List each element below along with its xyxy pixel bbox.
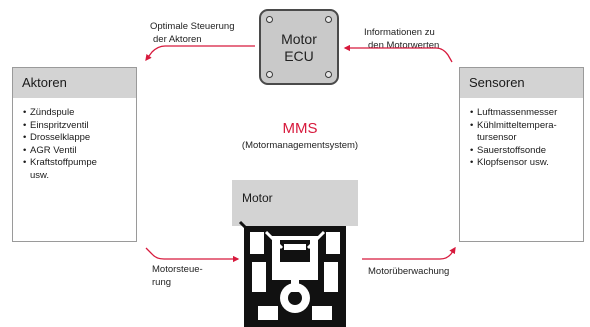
- actuators-title: Aktoren: [13, 68, 136, 98]
- screw-icon: [266, 16, 273, 23]
- motor-ecu-chip: Motor ECU: [259, 9, 339, 85]
- flow-label-line: rung: [152, 277, 172, 288]
- list-item: Drosselklappe: [23, 132, 130, 145]
- flow-label-line: Informationen zu: [364, 27, 435, 38]
- sensors-list: Luftmassenmesser Kühlmitteltempera-turse…: [460, 98, 583, 170]
- screw-icon: [325, 16, 332, 23]
- ecu-label-line1: Motor: [281, 31, 317, 47]
- flow-label-motor-monitoring: Motorüberwachung: [368, 266, 450, 277]
- arrow-motor-to-sensors: [362, 246, 456, 260]
- list-item: Kühlmitteltempera-tursensor: [470, 120, 573, 145]
- flow-label-motor-control: Motorsteue- rung: [152, 263, 203, 289]
- list-item: Sauerstoffsonde: [470, 145, 577, 158]
- mms-subtitle: (Motormanagementsystem): [241, 140, 359, 151]
- motor-label: Motor: [242, 191, 273, 205]
- arrow-sensors-to-ecu: [343, 44, 453, 63]
- list-item: Einspritzventil: [23, 120, 130, 133]
- list-item: AGR Ventil: [23, 145, 130, 158]
- list-item: Kraftstoffpumpe usw.: [23, 157, 110, 182]
- flow-label-line: Motorsteue-: [152, 264, 203, 275]
- actuators-list: Zündspule Einspritzventil Drosselklappe …: [13, 98, 136, 183]
- motor-header-block: [232, 180, 358, 226]
- list-item: Klopfsensor usw.: [470, 157, 577, 170]
- flow-label-line: der Aktoren: [153, 34, 202, 45]
- sensors-panel: Sensoren Luftmassenmesser Kühlmitteltemp…: [459, 67, 584, 242]
- screw-icon: [325, 71, 332, 78]
- arrow-ecu-to-actuators: [145, 45, 255, 62]
- ecu-label-line2: ECU: [284, 48, 314, 64]
- list-item: Zündspule: [23, 107, 130, 120]
- screw-icon: [266, 71, 273, 78]
- arrow-actuators-to-motor: [145, 247, 240, 263]
- flow-label-line: Optimale Steuerung: [150, 21, 235, 32]
- flow-label-to-actuators: Optimale Steuerung der Aktoren: [150, 20, 235, 46]
- actuators-panel: Aktoren Zündspule Einspritzventil Drosse…: [12, 67, 137, 242]
- list-item: Luftmassenmesser: [470, 107, 577, 120]
- sensors-title: Sensoren: [460, 68, 583, 98]
- flow-label-from-sensors: Informationen zu den Motorwerten: [364, 26, 439, 52]
- mms-title: MMS: [282, 120, 318, 137]
- engine-illustration: [238, 220, 346, 327]
- flow-label-line: den Motorwerten: [368, 40, 440, 51]
